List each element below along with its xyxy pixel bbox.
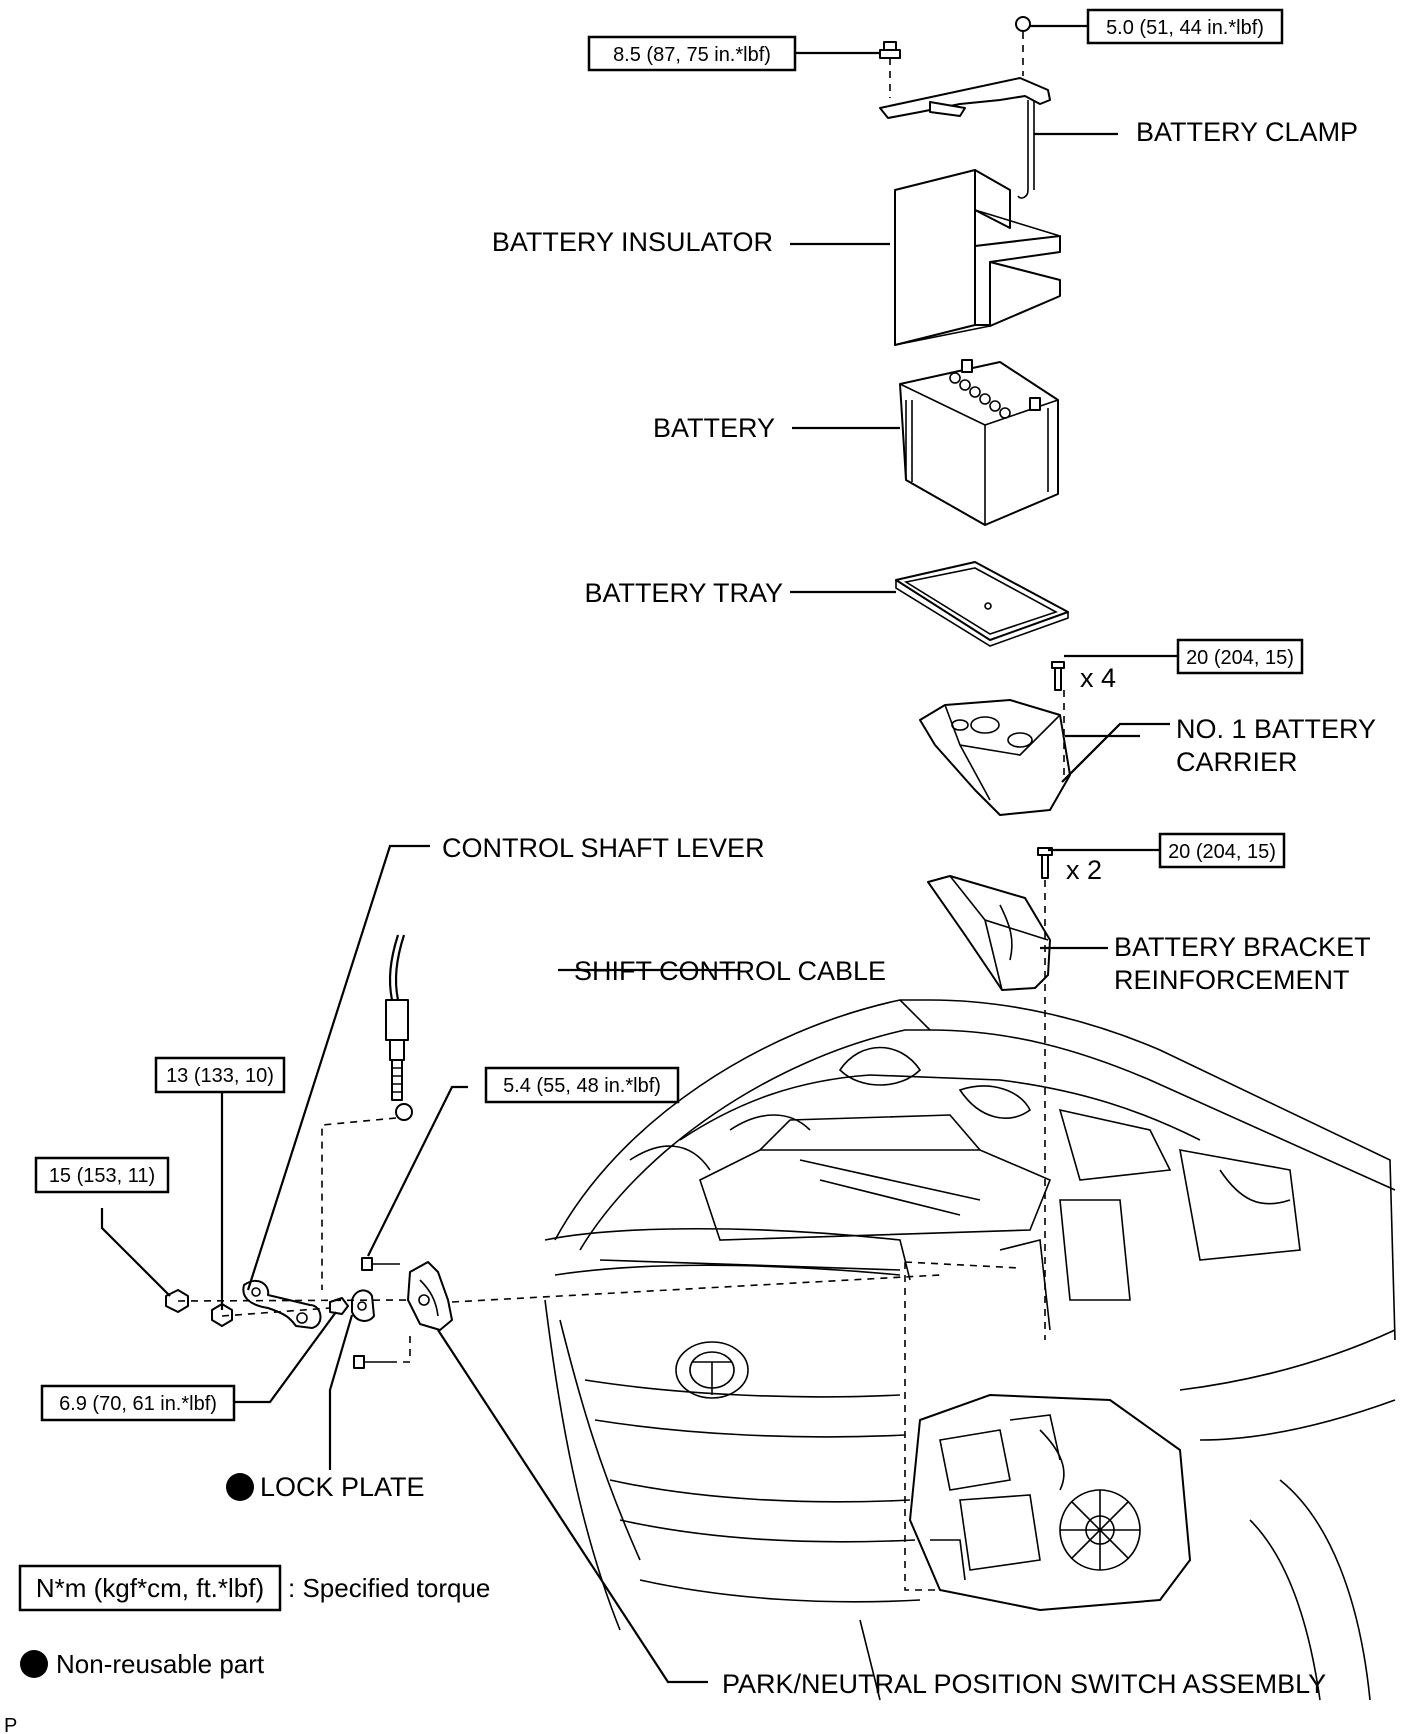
torque-reinforcement-bolt: 20 (204, 15) xyxy=(1168,841,1276,863)
corner-mark: P xyxy=(4,1715,17,1734)
battery-insulator-drawing xyxy=(894,169,1061,346)
torque-switch-bolt: 5.4 (55, 48 in.*lbf) xyxy=(503,1075,661,1097)
label-park-neutral-switch: PARK/NEUTRAL POSITION SWITCH ASSEMBLY xyxy=(722,1669,1326,1699)
qty-reinforcement-bolts: x 2 xyxy=(1066,855,1102,885)
nonreusable-marker-lock-plate xyxy=(226,1473,254,1501)
qty-carrier-bolts: x 4 xyxy=(1080,663,1116,693)
label-control-shaft-lever: CONTROL SHAFT LEVER xyxy=(442,833,765,863)
torque-lever-nut: 13 (133, 10) xyxy=(166,1065,274,1087)
label-no1-battery-carrier-line2: CARRIER xyxy=(1176,747,1298,777)
legend-nonreusable-desc: Non-reusable part xyxy=(56,1649,265,1679)
battery-carrier-drawing xyxy=(919,661,1071,816)
battery-bracket-reinforcement-drawing xyxy=(927,847,1053,1340)
shift-linkage-drawing xyxy=(165,1257,1021,1591)
torque-clamp-bolt: 8.5 (87, 75 in.*lbf) xyxy=(613,44,771,66)
label-battery-insulator: BATTERY INSULATOR xyxy=(492,227,773,257)
torque-cable-nut: 15 (153, 11) xyxy=(49,1165,155,1187)
label-battery-bracket-reinforcement-line2: REINFORCEMENT xyxy=(1114,965,1350,995)
leader-lines xyxy=(100,24,1178,1684)
label-shift-control-cable: SHIFT CONTROL CABLE xyxy=(574,956,886,986)
battery-tray-drawing xyxy=(895,561,1069,647)
label-battery-tray: BATTERY TRAY xyxy=(584,578,783,608)
battery-drawing xyxy=(899,359,1059,526)
label-no1-battery-carrier-line1: NO. 1 BATTERY xyxy=(1176,714,1376,744)
battery-clamp-drawing xyxy=(879,16,1051,199)
torque-clamp-nut: 5.0 (51, 44 in.*lbf) xyxy=(1106,17,1264,39)
legend-torque-units: N*m (kgf*cm, ft.*lbf) xyxy=(36,1573,264,1603)
torque-shaft-nut: 6.9 (70, 61 in.*lbf) xyxy=(59,1393,217,1415)
shift-control-cable-drawing xyxy=(321,934,413,1290)
vehicle-front-illustration xyxy=(544,999,1396,1701)
legend: N*m (kgf*cm, ft.*lbf) : Specified torque… xyxy=(4,1564,490,1734)
label-lock-plate: LOCK PLATE xyxy=(260,1472,425,1502)
label-battery-bracket-reinforcement-line1: BATTERY BRACKET xyxy=(1114,932,1371,962)
part-labels: BATTERY CLAMP BATTERY INSULATOR BATTERY … xyxy=(226,117,1376,1699)
nonreusable-part-icon xyxy=(20,1650,48,1678)
torque-specs: 8.5 (87, 75 in.*lbf) 5.0 (51, 44 in.*lbf… xyxy=(34,8,1304,1422)
label-battery-clamp: BATTERY CLAMP xyxy=(1136,117,1358,147)
label-battery: BATTERY xyxy=(653,413,775,443)
legend-torque-desc: : Specified torque xyxy=(288,1573,490,1603)
torque-carrier-bolt: 20 (204, 15) xyxy=(1186,647,1294,669)
